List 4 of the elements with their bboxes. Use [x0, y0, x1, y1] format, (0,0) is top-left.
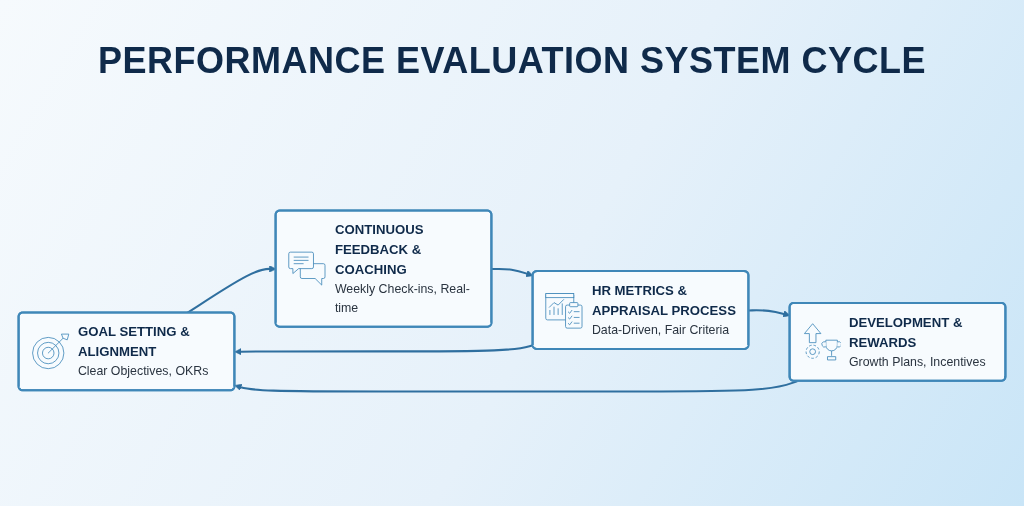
arrow [491, 267, 534, 277]
arrow [234, 344, 534, 356]
title: PERFORMANCE EVALUATION SYSTEM CYCLE [97, 40, 927, 82]
arrow [234, 380, 798, 393]
